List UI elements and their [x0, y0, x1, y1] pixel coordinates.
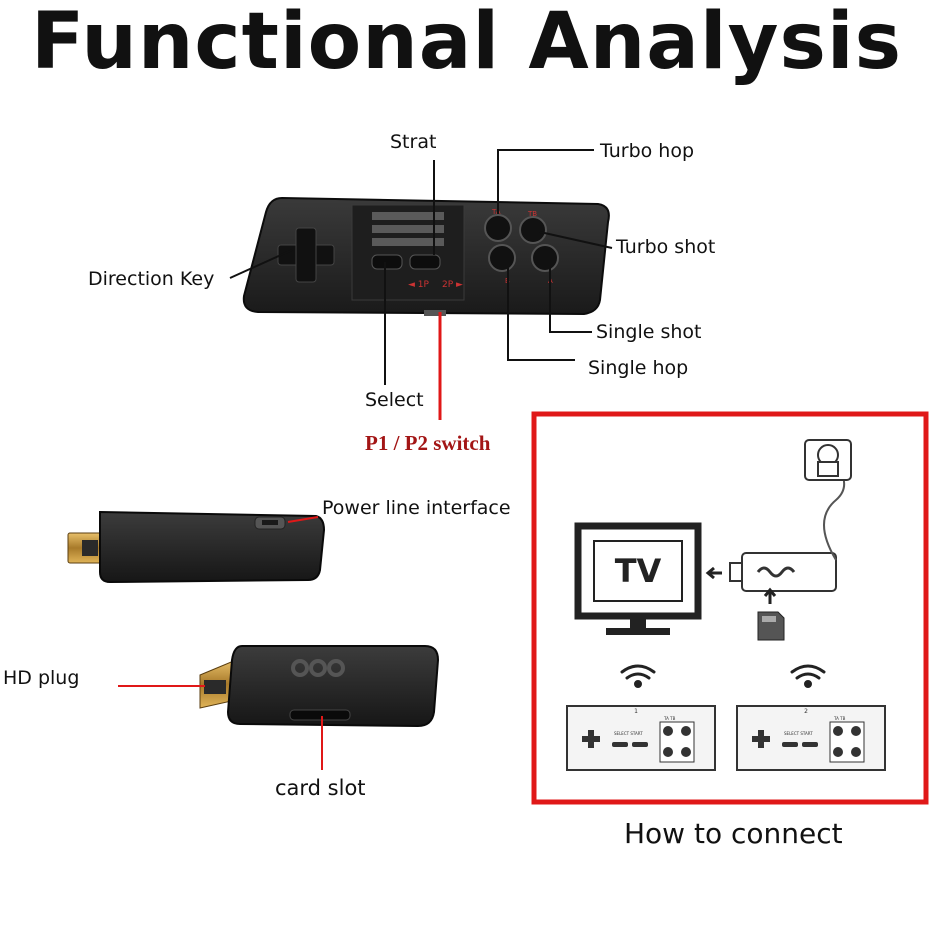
logo-infinity-icon: [291, 659, 345, 677]
power-leader-line: [287, 516, 319, 523]
arrow-icon: [705, 566, 722, 580]
wifi-icon-2: [790, 664, 826, 688]
p1-mark: ◄ 1P: [408, 280, 430, 290]
svg-text:TA TB: TA TB: [663, 716, 676, 721]
label-power-line-interface: Power line interface: [322, 497, 511, 519]
controller-leader-lines: [229, 149, 613, 385]
svg-text:TA: TA: [491, 208, 501, 216]
turbo-shot-button: [519, 216, 547, 244]
label-single-shot: Single shot: [596, 321, 702, 343]
label-direction-key: Direction Key: [88, 268, 215, 290]
card-slot-icon: [289, 709, 351, 721]
label-how-to-connect: How to connect: [624, 817, 843, 850]
dongle-bottom: [199, 645, 440, 728]
label-strat: Strat: [390, 131, 437, 153]
svg-text:1: 1: [634, 708, 638, 715]
label-turbo-hop: Turbo hop: [600, 140, 695, 162]
turbo-hop-button: [484, 214, 512, 242]
tv-icon: TV: [574, 522, 702, 635]
label-card-slot: card slot: [275, 776, 366, 800]
label-single-hop: Single hop: [588, 357, 689, 379]
plug-icon: [817, 461, 839, 477]
select-button: [371, 254, 403, 270]
svg-text:TA TB: TA TB: [833, 716, 846, 721]
diagram-pad-1-icon: 1 SELECT START TA TB: [566, 705, 716, 771]
start-button: [409, 254, 441, 270]
dongle-top: [67, 510, 326, 584]
single-hop-button: [488, 244, 516, 272]
svg-text:2: 2: [804, 708, 808, 715]
diagram-pad-2-icon: 2 SELECT START TA TB: [736, 705, 886, 771]
label-p1-p2-switch: P1 / P2 switch: [365, 431, 491, 455]
tv-text: TV: [615, 552, 662, 590]
wall-socket-icon: [804, 439, 852, 481]
sd-card-icon: [757, 611, 785, 641]
diagram-dongle-icon: [729, 552, 837, 592]
svg-text:SELECT START: SELECT START: [784, 731, 813, 736]
wifi-icon-1: [620, 664, 656, 688]
svg-text:TB: TB: [527, 210, 537, 218]
p2-mark: 2P ►: [442, 280, 463, 290]
game-controller: ◄ 1P 2P ► TA TB B A: [242, 196, 610, 316]
single-shot-button: [531, 244, 559, 272]
svg-text:SELECT START: SELECT START: [614, 731, 643, 736]
label-turbo-shot: Turbo shot: [616, 236, 716, 258]
page-title: Functional Analysis: [30, 0, 903, 87]
label-hd-plug: HD plug: [3, 667, 80, 689]
label-select: Select: [365, 389, 424, 411]
